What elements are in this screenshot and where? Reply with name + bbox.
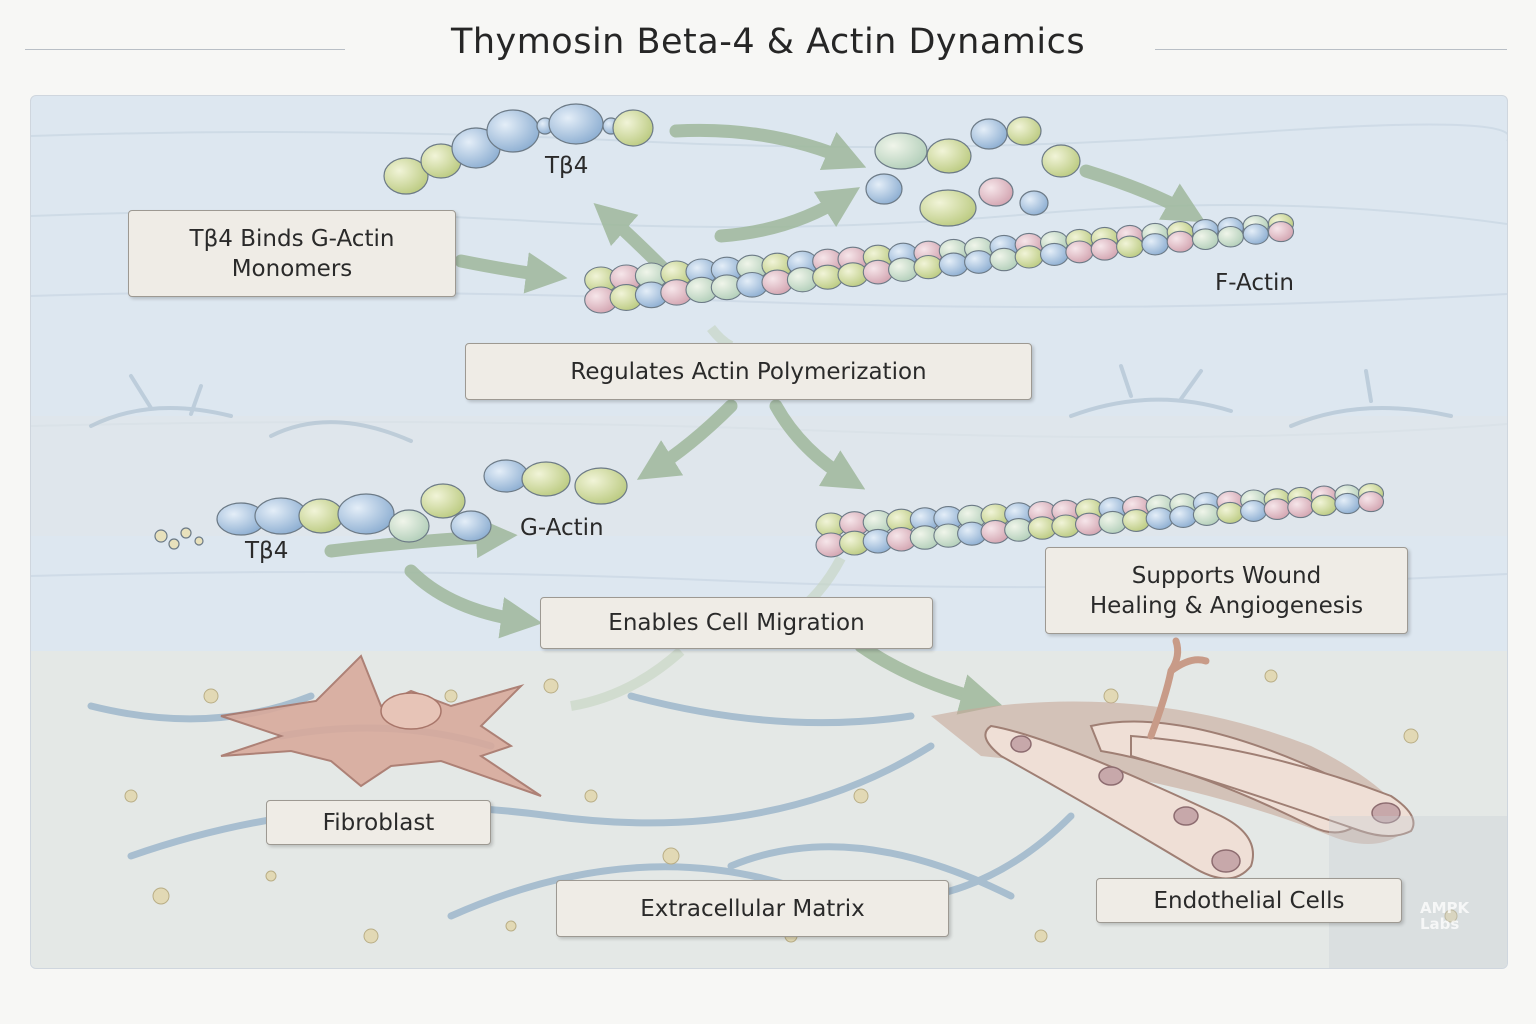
actin-bead	[1039, 242, 1069, 266]
title-rule-right	[1155, 49, 1507, 50]
actin-bead	[1141, 233, 1169, 256]
actin-bead	[1267, 221, 1295, 243]
diagram-panel	[30, 95, 1508, 969]
mid-fibers	[89, 364, 1453, 443]
watermark-line1: AMPK	[1420, 899, 1470, 917]
f-actin-filament-mid	[815, 483, 1385, 558]
actin-bead	[1310, 494, 1338, 517]
g-actin-cluster-top	[865, 116, 1081, 227]
actin-bead	[1116, 235, 1144, 259]
page-title: Thymosin Beta-4 & Actin Dynamics	[450, 22, 1086, 62]
label-g-actin: G-Actin	[520, 515, 604, 541]
actin-bead	[1122, 509, 1151, 532]
label-f-actin: F-Actin	[1215, 270, 1294, 296]
actin-bead	[888, 257, 919, 282]
watermark-line2: Labs	[1420, 915, 1460, 933]
label-extracellular-matrix: Extracellular Matrix	[556, 880, 949, 937]
fibroblast-cell	[220, 654, 542, 797]
label-migration: Enables Cell Migration	[540, 597, 933, 649]
label-wound-healing: Supports Wound Healing & Angiogenesis	[1045, 547, 1408, 634]
actin-bead	[1334, 492, 1361, 515]
endothelial-vessels	[931, 637, 1415, 880]
actin-bead	[1216, 501, 1244, 524]
actin-bead	[1090, 237, 1119, 261]
label-tb4-binds: Tβ4 Binds G-Actin Monomers	[128, 210, 456, 297]
actin-bead	[1192, 503, 1221, 526]
watermark-text: AMPK Labs	[1420, 900, 1469, 932]
actin-bead	[1240, 500, 1268, 522]
label-fibroblast: Fibroblast	[266, 800, 491, 845]
diagram-illustration	[31, 103, 1507, 968]
actin-bead	[862, 259, 894, 285]
actin-bead	[1065, 240, 1094, 264]
actin-bead	[1242, 223, 1269, 245]
actin-bead	[1263, 498, 1291, 520]
actin-bead	[1145, 507, 1174, 530]
tb4-chain-mid	[154, 459, 628, 550]
actin-bead	[1191, 228, 1219, 251]
actin-bead	[964, 250, 994, 274]
label-tb4-mid: Tβ4	[245, 538, 289, 564]
tb4-chain-top	[383, 103, 654, 195]
flow-arrows	[324, 123, 1206, 715]
matrix-granules	[124, 669, 1458, 944]
f-actin-filament-top	[584, 213, 1295, 314]
actin-bead	[1287, 496, 1314, 519]
actin-bead	[938, 252, 969, 277]
label-tb4-top: Tβ4	[545, 153, 589, 179]
actin-bead	[913, 254, 944, 280]
actin-bead	[1014, 245, 1044, 269]
actin-bead	[1166, 230, 1194, 253]
label-regulates: Regulates Actin Polymerization	[465, 343, 1032, 400]
actin-bead	[1217, 225, 1244, 248]
title-rule-left	[25, 49, 345, 50]
actin-bead	[989, 247, 1019, 272]
label-endothelial: Endothelial Cells	[1096, 878, 1402, 923]
actin-bead	[1357, 491, 1385, 513]
actin-bead	[1169, 505, 1198, 528]
